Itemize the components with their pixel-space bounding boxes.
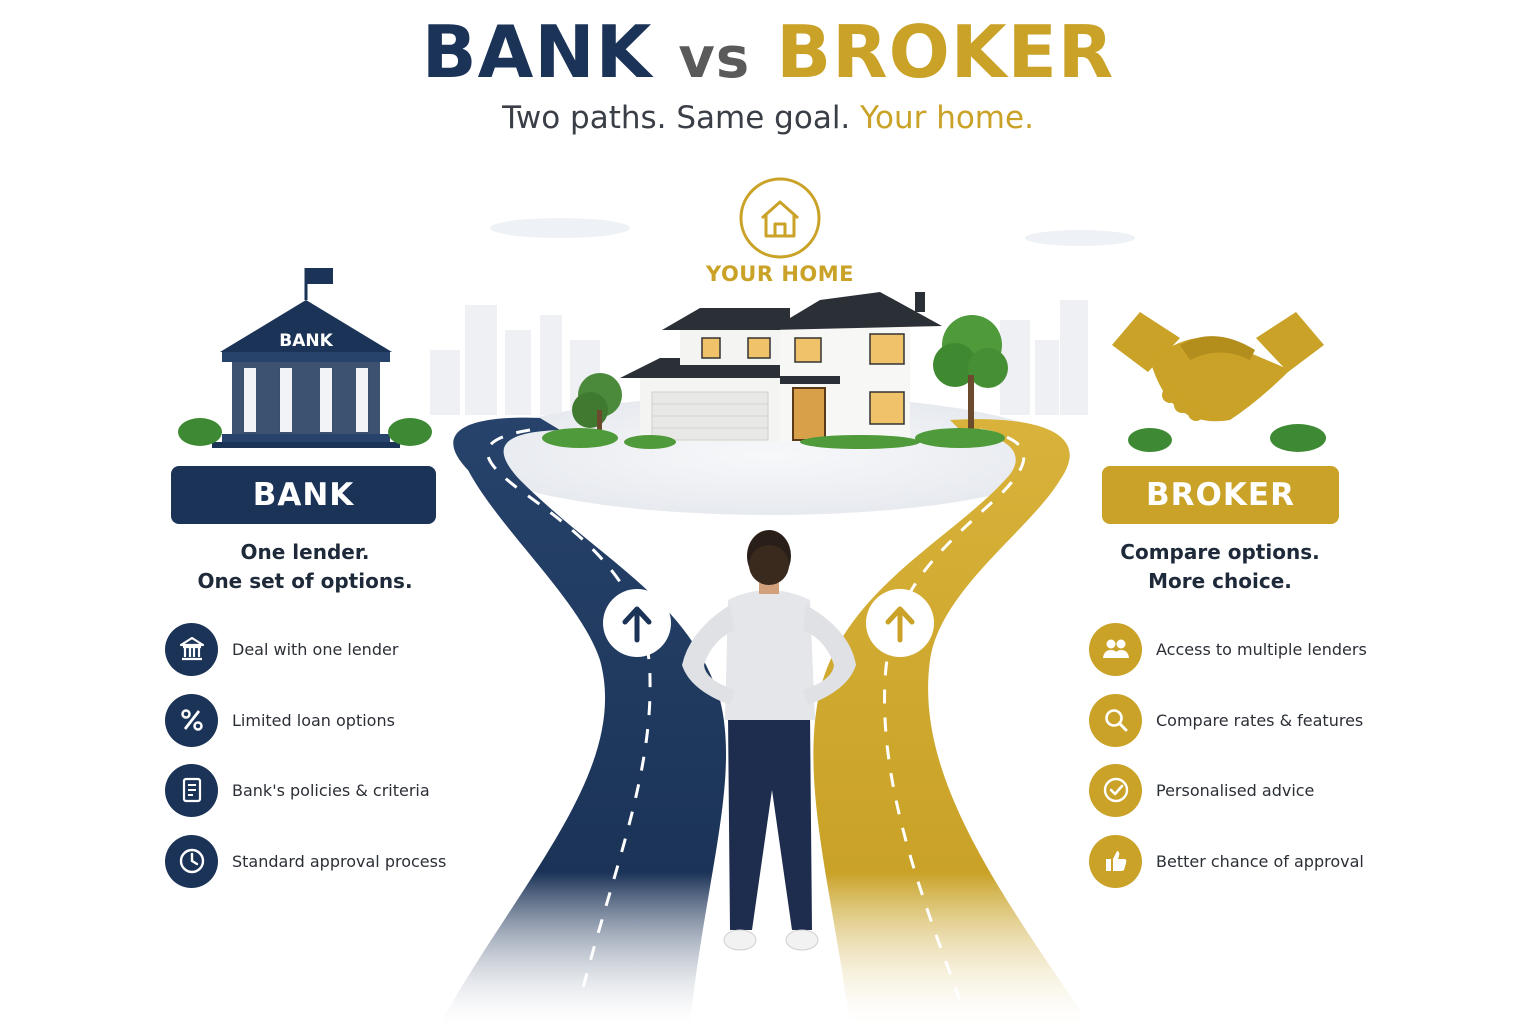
bank-road (440, 417, 727, 1024)
broker-feature-text: Access to multiple lenders (1156, 639, 1367, 659)
bank-feature-item: Deal with one lender (165, 622, 398, 676)
bank-tagline-line2: One set of options. (197, 569, 413, 593)
your-home-label: YOUR HOME (705, 262, 854, 286)
broker-feature-item: Personalised advice (1089, 763, 1314, 817)
bank-road-arrow (603, 589, 671, 657)
house-outline-icon (739, 177, 821, 259)
bank-building-sign: BANK (279, 331, 333, 351)
broker-tagline-line2: More choice. (1148, 569, 1292, 593)
bank-icon (165, 622, 218, 676)
plant-left (1128, 428, 1172, 452)
broker-feature-item: Access to multiple lenders (1089, 622, 1367, 676)
broker-label-box: BROKER (1102, 466, 1339, 524)
broker-tagline-line1: Compare options. (1120, 540, 1320, 564)
broker-feature-item: Better chance of approval (1089, 834, 1364, 888)
person-illustration (682, 530, 856, 951)
document-icon (165, 763, 218, 817)
broker-feature-text: Compare rates & features (1156, 710, 1364, 730)
broker-feature-text: Better chance of approval (1156, 851, 1364, 871)
subtitle-main: Two paths. Same goal. (502, 100, 851, 136)
handshake-icon (1112, 312, 1324, 422)
page-subtitle: Two paths. Same goal. Your home. (0, 100, 1536, 136)
house-illustration (542, 292, 1008, 449)
bank-tagline: One lender. One set of options. (150, 538, 460, 596)
bank-tagline-line1: One lender. (240, 540, 370, 564)
plant-right (1270, 424, 1326, 452)
thumbs-up-icon (1089, 834, 1142, 888)
bank-feature-item: Standard approval process (165, 834, 446, 888)
check-circle-icon (1089, 763, 1142, 817)
percent-icon (165, 693, 218, 747)
bank-feature-text: Deal with one lender (232, 639, 399, 659)
title-vs: vs (678, 26, 751, 91)
subtitle-highlight: Your home. (860, 100, 1034, 136)
clock-icon (165, 834, 218, 888)
title-broker: BROKER (776, 10, 1115, 94)
page-title: BANK vs BROKER (0, 10, 1536, 94)
bank-building-illustration (178, 268, 432, 448)
bank-feature-item: Limited loan options (165, 693, 395, 747)
bank-feature-text: Bank's policies & criteria (232, 780, 430, 800)
broker-feature-item: Compare rates & features (1089, 693, 1363, 747)
title-bank: BANK (421, 10, 653, 94)
clouds (490, 218, 1135, 246)
bank-feature-item: Bank's policies & criteria (165, 763, 430, 817)
bank-feature-text: Standard approval process (232, 851, 447, 871)
broker-road-arrow (866, 589, 934, 657)
bank-label-box: BANK (171, 466, 436, 524)
broker-feature-text: Personalised advice (1156, 780, 1315, 800)
broker-tagline: Compare options. More choice. (1070, 538, 1370, 596)
ground-plaza (470, 395, 1070, 515)
bank-feature-text: Limited loan options (232, 710, 395, 730)
people-icon (1089, 622, 1142, 676)
search-icon (1089, 693, 1142, 747)
